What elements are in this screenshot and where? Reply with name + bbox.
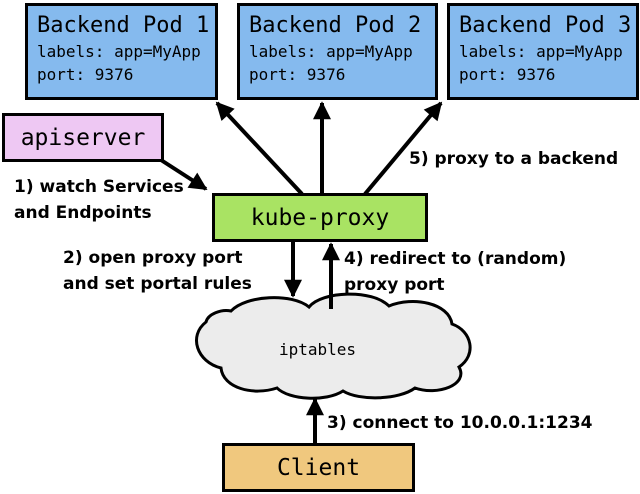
pod-1-labels: labels: app=MyApp: [37, 42, 201, 61]
apiserver-box: apiserver: [2, 113, 164, 162]
arrow-apiserver-to-kubeproxy: [159, 158, 208, 191]
pod-2-title: Backend Pod 2: [249, 13, 422, 38]
pod-2-port: port: 9376: [249, 65, 346, 84]
arrow-kubeproxy-to-pod1: [215, 101, 304, 196]
client-box: Client: [222, 443, 415, 492]
backend-pod-3-box: Backend Pod 3 labels: app=MyApp port: 93…: [447, 3, 639, 100]
arrow-kubeproxy-to-pod3: [363, 101, 443, 196]
kube-proxy-box: kube-proxy: [212, 193, 428, 242]
pod-2-labels: labels: app=MyApp: [249, 42, 413, 61]
backend-pod-2-box: Backend Pod 2 labels: app=MyApp port: 93…: [237, 3, 438, 100]
client-label: Client: [276, 454, 361, 481]
annotation-redirect: 4) redirect to (random) proxy port: [344, 249, 567, 295]
pod-3-labels: labels: app=MyApp: [459, 42, 623, 61]
pod-3-port: port: 9376: [459, 65, 556, 84]
kube-proxy-label: kube-proxy: [250, 204, 390, 231]
pod-3-title: Backend Pod 3: [459, 13, 632, 38]
annotation-connect: 3) connect to 10.0.0.1:1234: [327, 413, 593, 433]
annotation-watch-services: 1) watch Services and Endpoints: [14, 177, 184, 223]
annotation-open-proxy-port: 2) open proxy port and set portal rules: [63, 248, 252, 294]
apiserver-label: apiserver: [20, 124, 146, 151]
backend-pod-1-box: Backend Pod 1 labels: app=MyApp port: 93…: [25, 3, 218, 100]
iptables-label: iptables: [278, 340, 357, 359]
iptables-cloud: [195, 292, 472, 400]
annotation-proxy-backend: 5) proxy to a backend: [409, 149, 619, 169]
pod-1-port: port: 9376: [37, 65, 134, 84]
pod-1-title: Backend Pod 1: [37, 13, 210, 38]
